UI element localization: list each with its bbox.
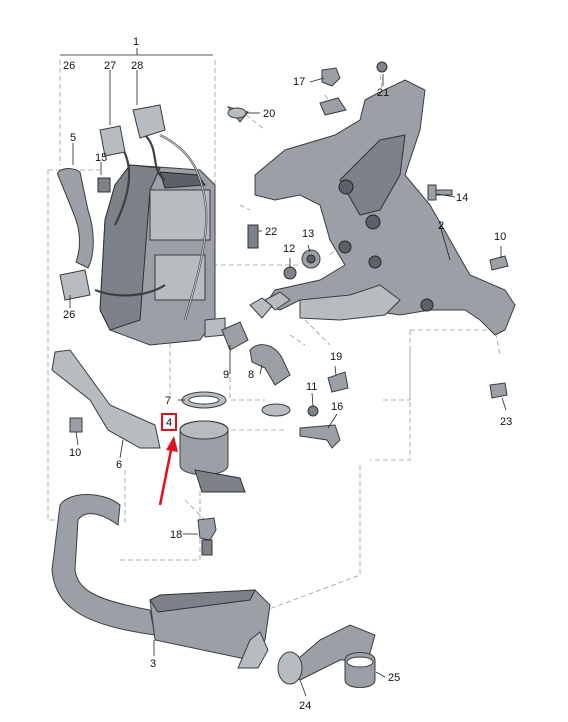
callout-10b: 10: [69, 447, 81, 459]
callout-19: 19: [330, 351, 342, 363]
callout-21: 21: [377, 87, 389, 99]
callout-1: 1: [133, 36, 139, 48]
callout-14: 14: [456, 192, 468, 204]
callout-16: 16: [331, 401, 343, 413]
callout-3: 3: [150, 658, 156, 670]
callout-26: 26: [63, 60, 75, 72]
exhaust-pipe: [51, 494, 271, 669]
callout-25: 25: [388, 672, 400, 684]
callout-4: 4: [166, 417, 172, 429]
highlight-arrow-head: [166, 436, 178, 452]
highlight-arrow-shaft: [158, 444, 174, 506]
coolant-hoses-middle: [221, 321, 291, 417]
bracket-hardware: [226, 61, 509, 449]
mounting-bracket: [249, 79, 516, 336]
leader-lines: [60, 48, 507, 697]
pump-bracket: [51, 349, 161, 449]
callout-7: 7: [165, 395, 171, 407]
callout-10a: 10: [494, 231, 506, 243]
callout-8: 8: [248, 369, 254, 381]
callout-24: 24: [299, 700, 311, 712]
highlight-box: [161, 413, 177, 431]
callout-28: 28: [131, 60, 143, 72]
callout-26b: 26: [63, 309, 75, 321]
coolant-hose-upper: [57, 168, 111, 269]
callout-6: 6: [116, 459, 122, 471]
callout-27: 27: [104, 60, 116, 72]
callout-11: 11: [306, 381, 317, 393]
callout-5: 5: [70, 132, 76, 144]
callout-9: 9: [223, 369, 229, 381]
callout-22: 22: [265, 226, 277, 238]
callout-15: 15: [95, 152, 107, 164]
callout-18: 18: [170, 529, 182, 541]
callout-2: 2: [438, 220, 444, 232]
callout-23: 23: [500, 416, 512, 428]
callout-labels: 1 26 27 28 5 15 26 17 21 20 14 2 22 13 1…: [63, 36, 512, 712]
callout-12: 12: [283, 243, 295, 255]
hose-clamp: [227, 107, 247, 119]
tail-pipe: [277, 624, 376, 688]
pump-hardware: [69, 417, 217, 556]
highlight-marker: [158, 413, 178, 506]
auxiliary-pump: [179, 391, 246, 493]
callout-17: 17: [293, 76, 305, 88]
callout-20: 20: [263, 108, 275, 120]
callout-13: 13: [302, 228, 314, 240]
heater-control-unit: [59, 104, 226, 346]
